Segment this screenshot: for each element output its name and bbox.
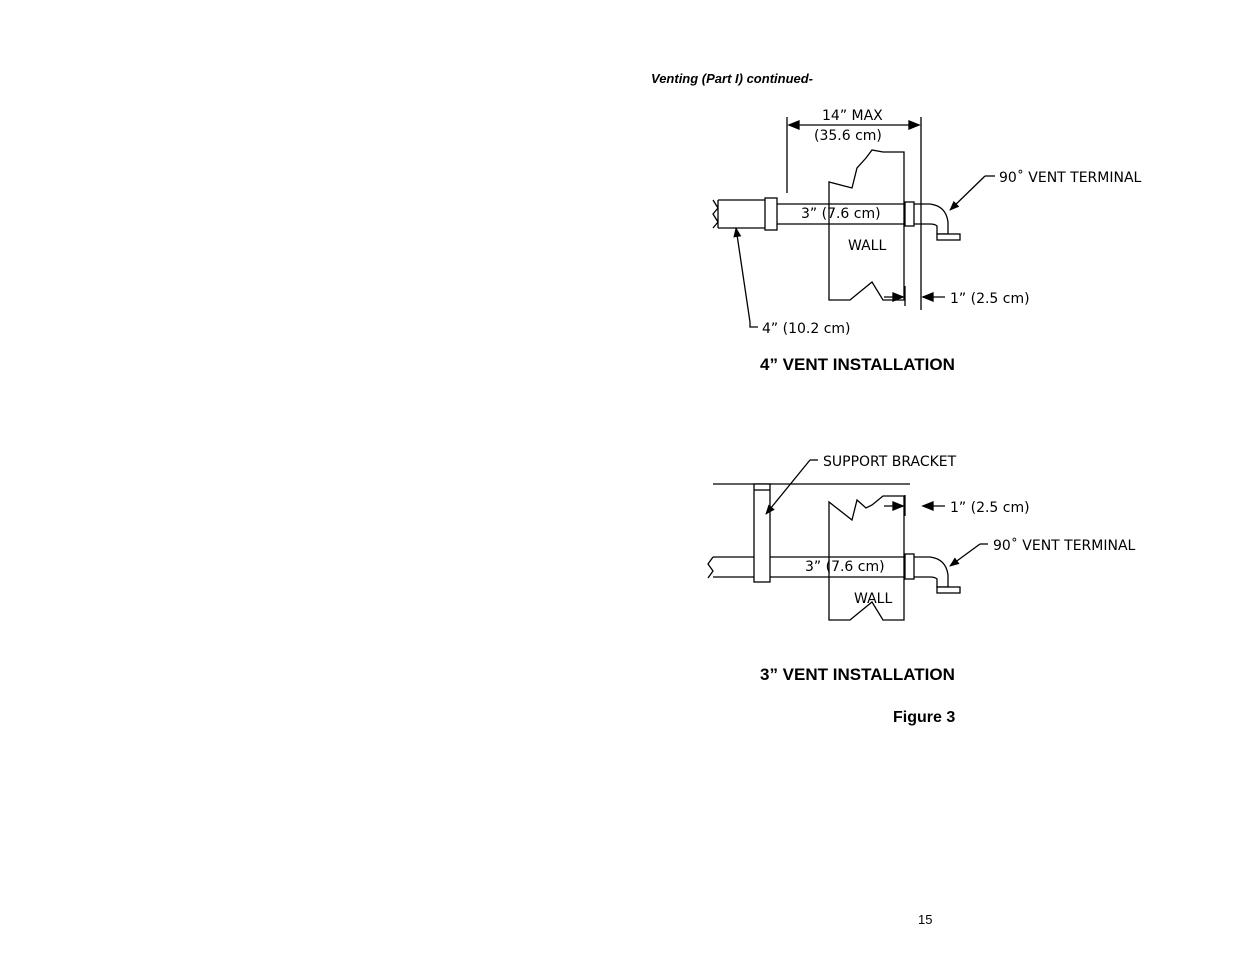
caption-3in: 3” VENT INSTALLATION	[760, 665, 955, 684]
pipe-size-label: 3” (7.6 cm)	[801, 206, 881, 222]
diagram-4in-drawing	[712, 117, 995, 328]
caption-4in: 4” VENT INSTALLATION	[760, 355, 955, 374]
clearance-label: 1” (2.5 cm)	[950, 291, 1030, 307]
figure-label: Figure 3	[893, 709, 956, 726]
terminal-label-3in: 90˚ VENT TERMINAL	[993, 537, 1136, 554]
page-number: 15	[918, 912, 933, 927]
wall-label: WALL	[848, 238, 886, 254]
max-dimension-label: 14” MAX	[822, 108, 883, 124]
large-pipe-label: 4” (10.2 cm)	[762, 321, 851, 337]
wall-label-3in: WALL	[854, 591, 892, 607]
diagram-3in-drawing	[707, 459, 988, 621]
section-heading: Venting (Part I) continued-	[651, 71, 814, 86]
bracket-label: SUPPORT BRACKET	[823, 454, 957, 470]
max-dimension-metric-label: (35.6 cm)	[814, 128, 882, 144]
terminal-label: 90˚ VENT TERMINAL	[999, 169, 1142, 186]
clearance-label-3in: 1” (2.5 cm)	[950, 500, 1030, 516]
pipe-size-label-3in: 3” (7.6 cm)	[805, 559, 885, 575]
